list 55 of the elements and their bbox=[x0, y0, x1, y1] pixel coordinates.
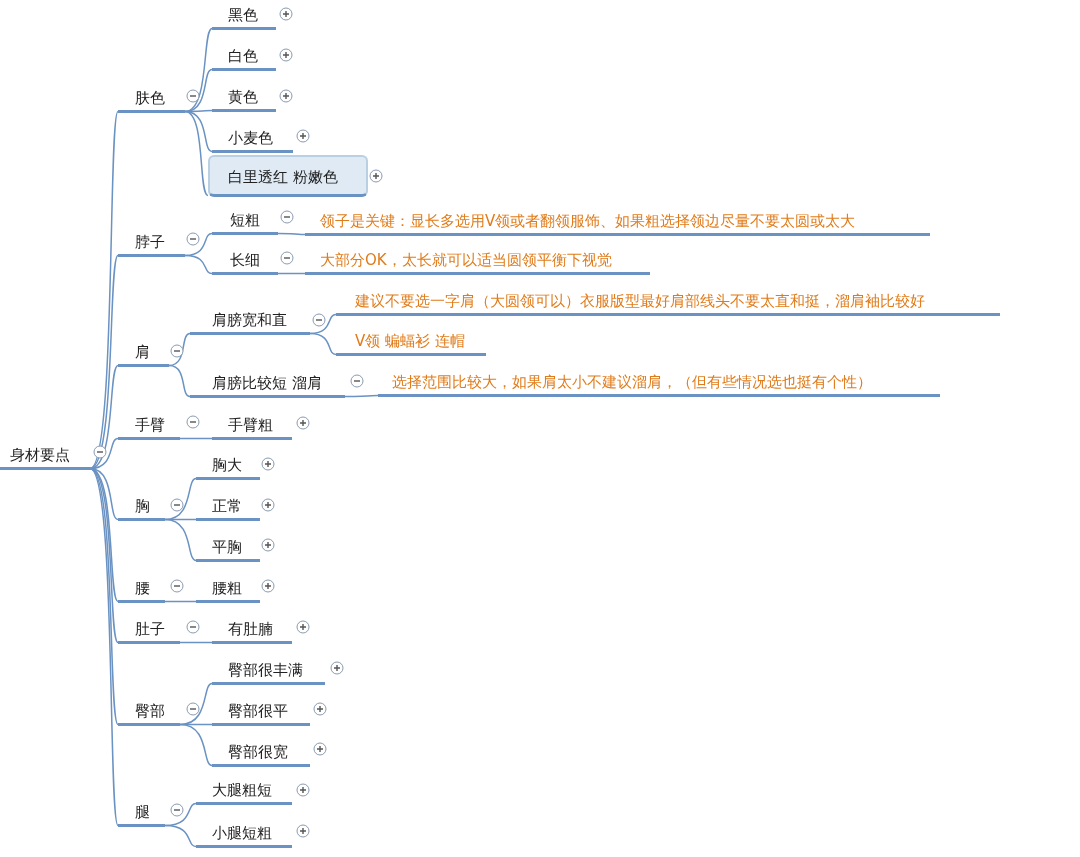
connector-line bbox=[164, 600, 197, 603]
connector-line bbox=[179, 682, 213, 726]
connector-line bbox=[184, 254, 213, 275]
topic: 肩膀比较短 溜肩 bbox=[190, 373, 345, 398]
topic: 胸大 bbox=[196, 455, 260, 480]
note-topic: 领子是关键：显长多选用V领或者翻领服饰、如果粗选择领边尽量不要太圆或太大 bbox=[305, 211, 930, 236]
topic: 脖子 bbox=[118, 232, 185, 257]
topic: 肤色 bbox=[118, 88, 185, 113]
note-topic: 建议不要选一字肩（大圆领可以）衣服版型最好肩部线头不要太直和挺，溜肩袖比较好 bbox=[336, 291, 1000, 316]
topic: 臀部 bbox=[118, 701, 180, 726]
topic: 手臂粗 bbox=[212, 415, 292, 440]
connector-line bbox=[179, 437, 213, 440]
connector-line bbox=[184, 110, 209, 197]
connector-line bbox=[89, 364, 119, 470]
topic: 白色 bbox=[212, 46, 276, 71]
topic: 有肚腩 bbox=[212, 619, 292, 644]
connector-line bbox=[168, 332, 191, 367]
note-topic: 选择范围比较大，如果肩太小不建议溜肩，（但有些情况选也挺有个性） bbox=[378, 372, 940, 397]
connector-line bbox=[164, 477, 197, 521]
topic: 胸 bbox=[118, 496, 165, 521]
connector-line bbox=[164, 518, 197, 562]
connector-line bbox=[277, 232, 306, 236]
topic: 肩膀宽和直 bbox=[190, 310, 310, 335]
connector-line bbox=[168, 364, 191, 398]
connector-line bbox=[89, 254, 119, 470]
topic: 平胸 bbox=[196, 537, 260, 562]
topic: 身材要点 bbox=[0, 445, 90, 470]
connector-line bbox=[164, 824, 197, 848]
topic: 臀部很平 bbox=[212, 701, 310, 726]
topic: 大腿粗短 bbox=[196, 780, 292, 805]
topic: 臀部很宽 bbox=[212, 742, 310, 767]
topic: 臀部很丰满 bbox=[212, 660, 325, 685]
topic: 黑色 bbox=[212, 5, 276, 30]
topic: 腰粗 bbox=[196, 578, 260, 603]
topic: 短粗 bbox=[212, 210, 278, 235]
note-topic: 大部分OK，太长就可以适当圆领平衡下视觉 bbox=[305, 250, 650, 275]
topic: 腰 bbox=[118, 578, 165, 603]
connector-line bbox=[179, 641, 213, 644]
connector-line bbox=[277, 272, 306, 275]
topic: 肩 bbox=[118, 342, 169, 367]
connector-line bbox=[89, 467, 119, 827]
topic: 正常 bbox=[196, 496, 260, 521]
topic: 小腿短粗 bbox=[196, 823, 292, 848]
connector-line bbox=[309, 332, 337, 356]
topic: 腿 bbox=[118, 802, 165, 827]
note-topic: V领 蝙蝠衫 连帽 bbox=[336, 331, 486, 356]
connector-line bbox=[184, 68, 213, 113]
topic: 肚子 bbox=[118, 619, 180, 644]
connector-line bbox=[344, 394, 379, 398]
topic: 黄色 bbox=[212, 87, 276, 112]
topic: 长细 bbox=[212, 250, 278, 275]
connector-line bbox=[89, 110, 119, 470]
selected-topic: 白里透红 粉嫩色 bbox=[208, 155, 368, 197]
topic: 手臂 bbox=[118, 415, 180, 440]
connector-line bbox=[179, 723, 213, 767]
